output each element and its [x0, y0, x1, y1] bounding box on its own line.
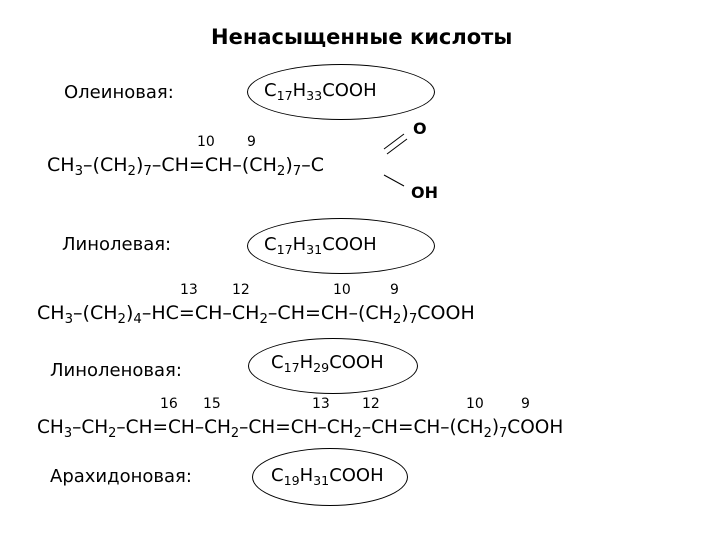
carbon-number: 12 — [362, 396, 380, 412]
carbon-number: 10 — [333, 282, 351, 298]
carbon-number: 12 — [232, 282, 250, 298]
formula-linolenic: C17H29COOH — [271, 352, 384, 375]
formula-oval-linolenic — [248, 338, 418, 394]
structural-formula-linolenic: CH3–CH2–CH=CH–CH2–CH=CH–CH2–CH=CH–(CH2)7… — [37, 417, 564, 441]
formula-oval-arachidonic — [252, 448, 408, 506]
double-bond-line — [383, 133, 405, 150]
double-bond-line — [386, 138, 408, 155]
formula-oval-oleic — [247, 64, 435, 120]
hydroxyl-group: OH — [411, 183, 438, 202]
formula-arachidonic: C19H31COOH — [271, 465, 384, 488]
structural-formula-oleic: CH3–(CH2)7–CH=CH–(CH2)7–C — [47, 154, 324, 179]
page-title: Ненасыщенные кислоты — [211, 25, 513, 49]
formula-linoleic: C17H31COOH — [264, 234, 377, 257]
formula-oleic: C17H33COOH — [264, 80, 377, 103]
acid-name-linolenic: Линоленовая: — [50, 360, 182, 381]
carbon-number: 9 — [390, 282, 399, 298]
carbon-number: 10 — [466, 396, 484, 412]
carbon-number: 9 — [247, 134, 256, 150]
formula-oval-linoleic — [247, 218, 435, 274]
acid-name-arachidonic: Арахидоновая: — [50, 466, 192, 487]
structural-formula-linoleic: CH3–(CH2)4–HC=CH–CH2–CH=CH–(CH2)7COOH — [37, 302, 475, 327]
single-bond-line — [383, 174, 405, 187]
acid-name-oleic: Олеиновая: — [64, 82, 174, 103]
acid-name-linoleic: Линолевая: — [62, 234, 172, 255]
carbon-number: 9 — [521, 396, 530, 412]
carbon-number: 13 — [312, 396, 330, 412]
carbonyl-oxygen: O — [413, 119, 427, 138]
carbon-number: 16 — [160, 396, 178, 412]
carbon-number: 13 — [180, 282, 198, 298]
carbon-number: 10 — [197, 134, 215, 150]
carbon-number: 15 — [203, 396, 221, 412]
